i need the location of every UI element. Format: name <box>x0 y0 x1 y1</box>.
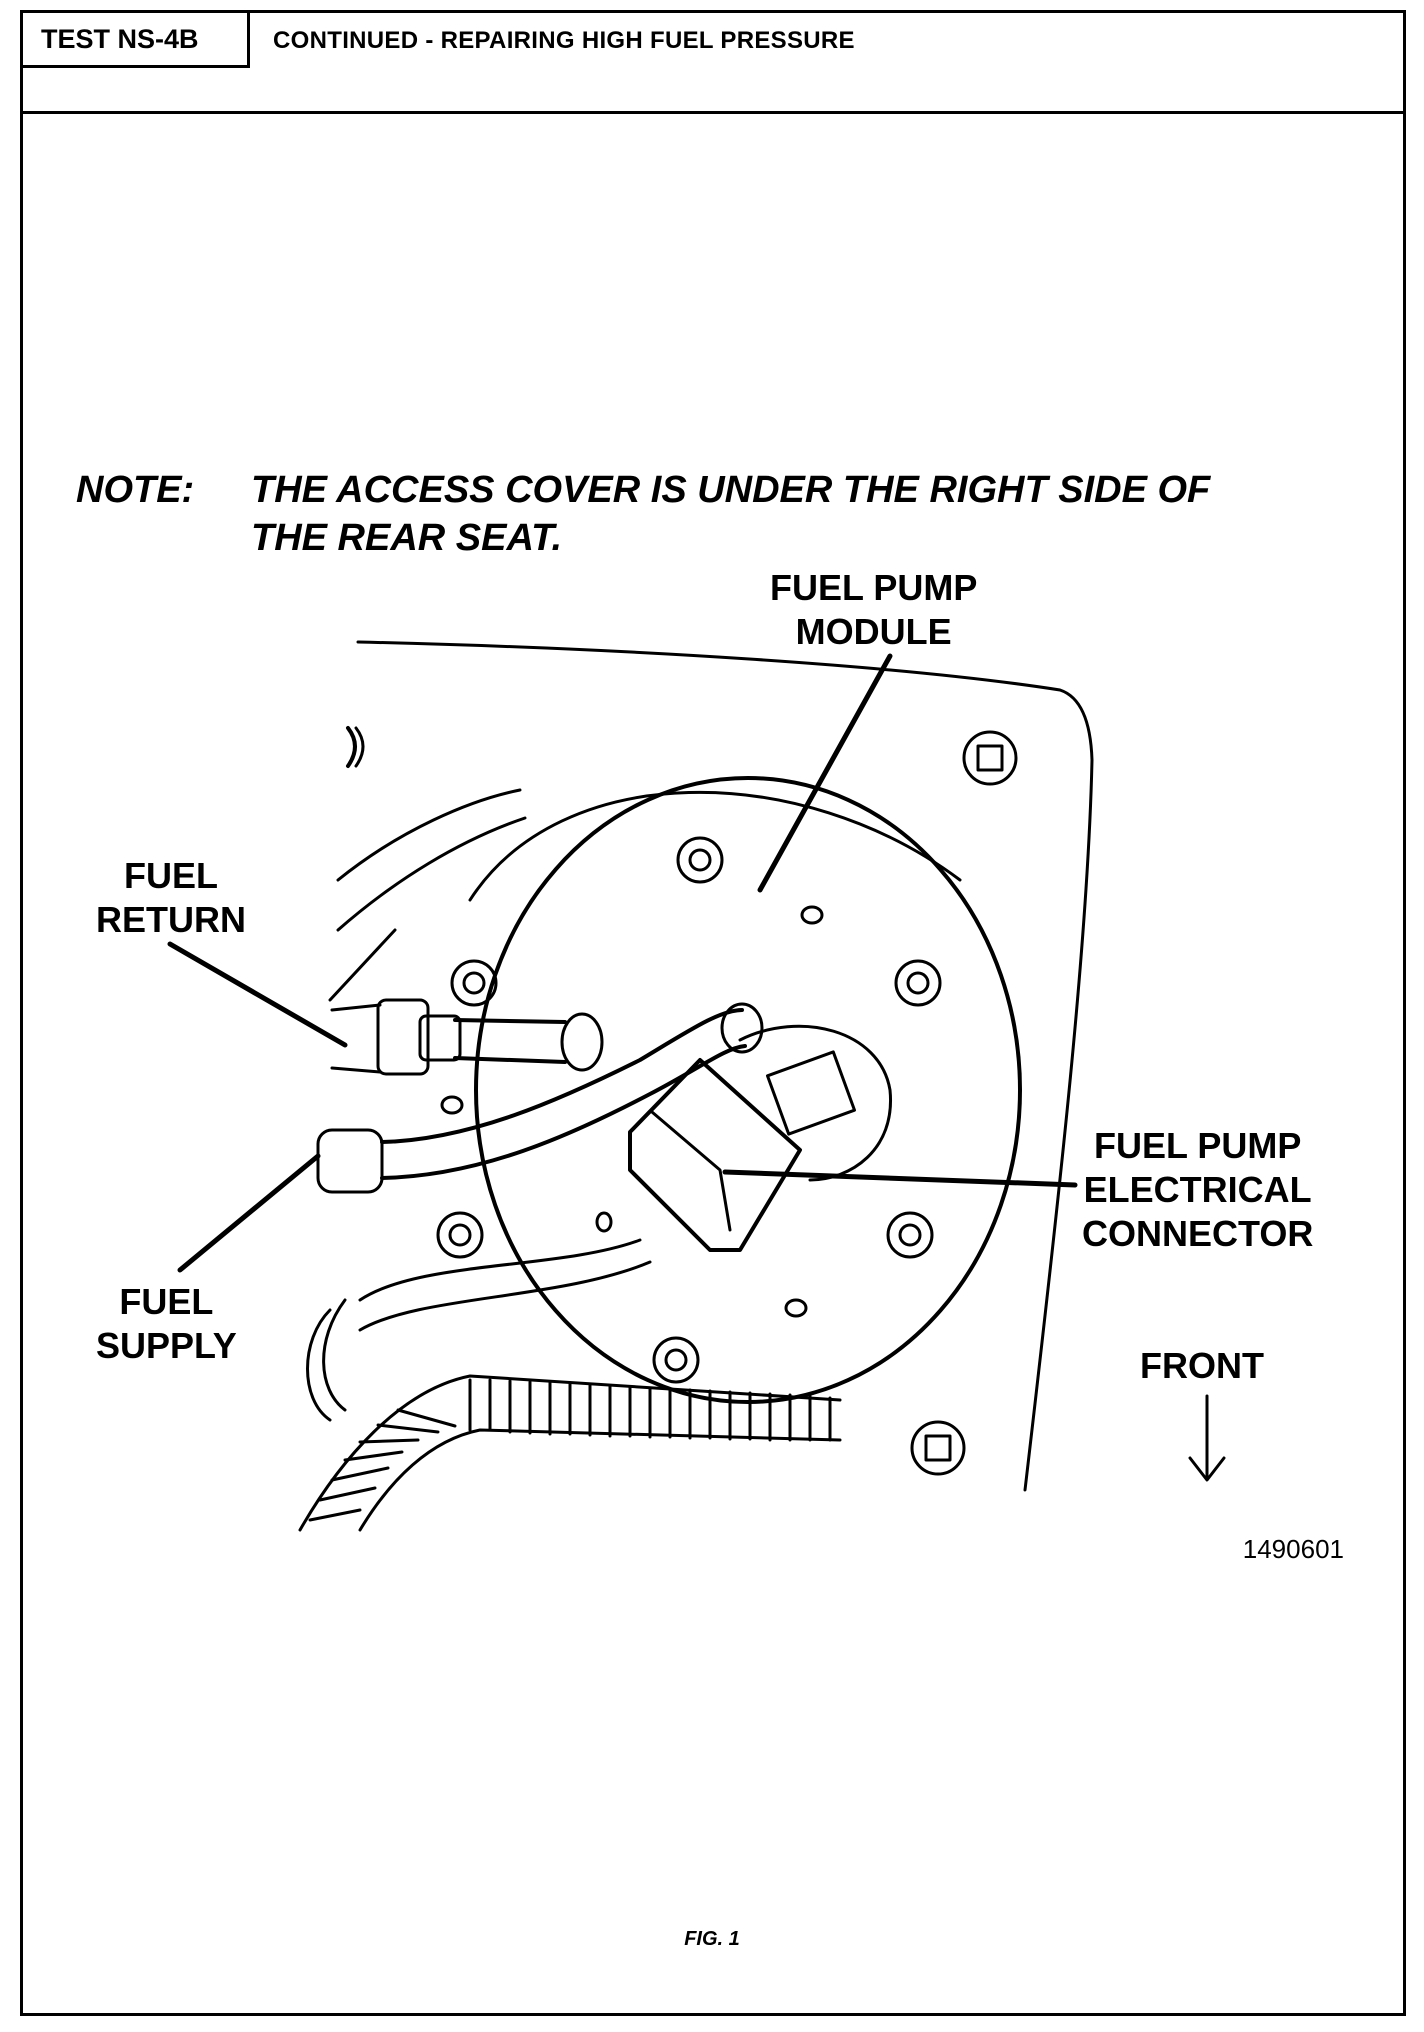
label-fuel-pump-module-line-2: MODULE <box>795 611 952 652</box>
label-fuel-pump-module: FUEL PUMP MODULE <box>770 566 977 654</box>
label-fuel-supply-line-1: FUEL <box>119 1281 214 1322</box>
header-bar: TEST NS-4B CONTINUED - REPAIRING HIGH FU… <box>23 13 1403 114</box>
access-cover-note: NOTE: THE ACCESS COVER IS UNDER THE RIGHT… <box>76 466 1210 562</box>
label-fuel-pump-module-line-1: FUEL PUMP <box>770 567 978 608</box>
label-connector-line-3: CONNECTOR <box>1082 1213 1314 1254</box>
label-fuel-return: FUEL RETURN <box>96 854 246 942</box>
label-connector-line-1: FUEL PUMP <box>1094 1125 1302 1166</box>
label-fuel-supply: FUEL SUPPLY <box>96 1280 237 1368</box>
label-connector-line-2: ELECTRICAL <box>1083 1169 1312 1210</box>
section-title: CONTINUED - REPAIRING HIGH FUEL PRESSURE <box>273 27 855 54</box>
note-line-1: THE ACCESS COVER IS UNDER THE RIGHT SIDE… <box>251 469 1211 511</box>
test-id-box: TEST NS-4B <box>23 13 250 68</box>
page-frame: TEST NS-4B CONTINUED - REPAIRING HIGH FU… <box>20 10 1406 2016</box>
figure-caption: FIG. 1 <box>684 1928 740 1950</box>
label-fuel-return-line-1: FUEL <box>124 855 218 896</box>
label-fuel-supply-line-2: SUPPLY <box>96 1325 237 1366</box>
label-fuel-return-line-2: RETURN <box>96 899 246 940</box>
label-fuel-pump-electrical-connector: FUEL PUMP ELECTRICAL CONNECTOR <box>1082 1124 1313 1256</box>
figure-id: 1490601 <box>1242 1534 1344 1564</box>
label-front: FRONT <box>1140 1345 1264 1386</box>
note-label: NOTE: <box>76 469 195 511</box>
note-line-2: THE REAR SEAT. <box>251 517 563 559</box>
